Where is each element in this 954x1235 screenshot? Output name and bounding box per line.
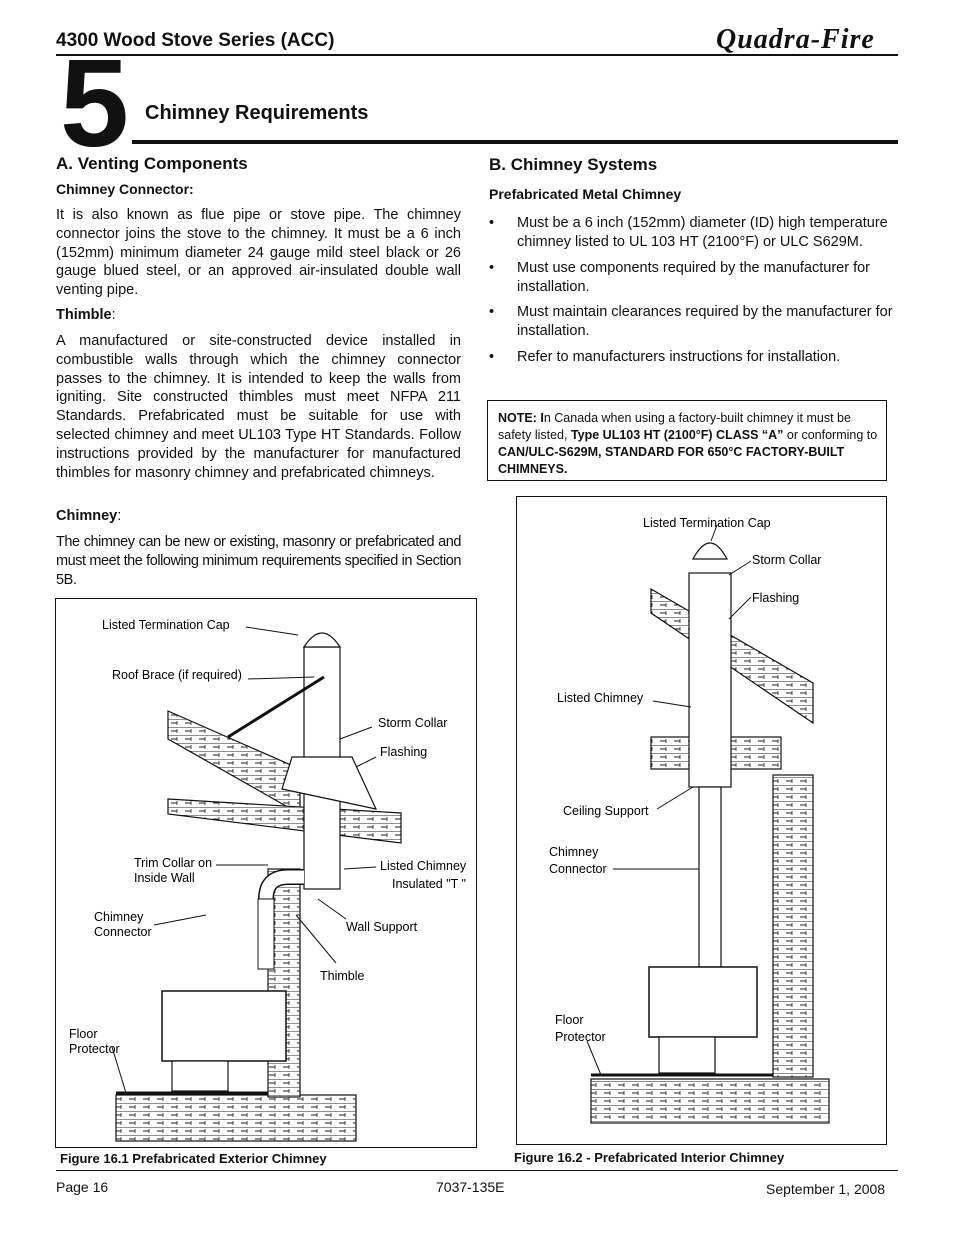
- label-trim-collar-1: Trim Collar on: [134, 856, 212, 870]
- figure-interior-chimney: Listed Termination Cap Storm Collar Flas…: [516, 496, 887, 1145]
- systems-subheading: Prefabricated Metal Chimney: [489, 186, 682, 202]
- termination-cap-shape-2: [692, 542, 728, 560]
- label-termination-cap-2: Listed Termination Cap: [643, 516, 771, 530]
- interior-chimney-diagram: Listed Termination Cap Storm Collar Flas…: [549, 516, 830, 1124]
- connector-vertical: [257, 898, 275, 970]
- connector-heading: Chimney Connector:: [56, 181, 194, 197]
- label-floor-2-2: Protector: [555, 1030, 606, 1044]
- label-thimble: Thimble: [320, 969, 365, 983]
- connector-pipe-2: [698, 786, 722, 968]
- canada-note-box: NOTE: In Canada when using a factory-bui…: [487, 400, 887, 481]
- stove-pedestal: [171, 1060, 229, 1092]
- figure-2-caption: Figure 16.2 - Prefabricated Interior Chi…: [514, 1150, 785, 1165]
- foundation-masonry: [115, 1094, 357, 1142]
- label-connector-2: Connector: [94, 925, 152, 939]
- section-title: Chimney Requirements: [145, 102, 369, 124]
- label-listed-chimney-2: Listed Chimney: [557, 691, 644, 705]
- thimble-heading: Thimble: [56, 307, 112, 323]
- figure-exterior-chimney: Listed Termination Cap Roof Brace (if re…: [55, 598, 477, 1148]
- roof-section-2: [650, 587, 814, 725]
- label-roof-brace: Roof Brace (if required): [112, 668, 242, 682]
- label-termination-cap: Listed Termination Cap: [102, 618, 230, 632]
- note-bold-1: Type UL103 HT (2100°F) CLASS “A”: [570, 428, 784, 442]
- section-rule: [132, 140, 898, 144]
- footer-date: September 1, 2008: [766, 1181, 886, 1197]
- thimble-paragraph: A manufactured or site-constructed devic…: [56, 333, 461, 481]
- label-floor-2: Protector: [69, 1042, 120, 1056]
- bullet-item-1: •Must be a 6 inch (152mm) diameter (ID) …: [489, 214, 899, 251]
- stove-pedestal-2: [658, 1036, 716, 1074]
- thimble-heading-line: Thimble:: [56, 307, 116, 323]
- label-insulated-t: Insulated "T ": [392, 877, 466, 891]
- systems-heading: B. Chimney Systems: [489, 155, 658, 174]
- chimney-heading: Chimney: [56, 508, 118, 524]
- label-floor-1: Floor: [69, 1027, 97, 1041]
- label-storm-collar: Storm Collar: [378, 716, 447, 730]
- chimney-paragraph: The chimney can be new or existing, maso…: [56, 534, 461, 588]
- roof-brace: [227, 675, 325, 739]
- header-rule: [56, 54, 898, 56]
- footer-page: Page 16: [56, 1179, 109, 1195]
- bullet-item-4: •Refer to manufacturers instructions for…: [489, 348, 899, 367]
- label-flashing: Flashing: [380, 745, 427, 759]
- label-connector-1-2: Chimney: [549, 845, 599, 859]
- venting-heading: A. Venting Components: [56, 154, 248, 173]
- bullet-text-3: Must maintain clearances required by the…: [517, 304, 893, 339]
- label-floor-1-2: Floor: [555, 1013, 583, 1027]
- exterior-chimney-diagram: Listed Termination Cap Roof Brace (if re…: [69, 618, 467, 1142]
- interior-wall: [772, 774, 814, 1078]
- label-flashing-2: Flashing: [752, 591, 799, 605]
- listed-chimney-pipe: [688, 572, 732, 788]
- leader-floor: [111, 1046, 127, 1094]
- stove-body-2: [648, 966, 758, 1038]
- flashing-shape: [281, 756, 378, 810]
- label-trim-collar-2: Inside Wall: [134, 871, 195, 885]
- note-text-2: or conforming to: [783, 428, 878, 442]
- figure-1-caption: Figure 16.1 Prefabricated Exterior Chimn…: [60, 1151, 327, 1166]
- connector-paragraph: It is also known as flue pipe or stove p…: [56, 207, 461, 299]
- note-bold-2: CAN/ULC-S629M, STANDARD FOR 650°C FACTOR…: [498, 445, 845, 476]
- stove-body: [161, 990, 287, 1062]
- label-storm-collar-2: Storm Collar: [752, 553, 821, 567]
- note-label: NOTE: I: [498, 411, 544, 425]
- brand-logo: Quadra-Fire: [716, 24, 875, 55]
- bullet-text-4: Refer to manufacturers instructions for …: [517, 349, 841, 365]
- label-connector-1: Chimney: [94, 910, 144, 924]
- bullet-text-1: Must be a 6 inch (152mm) diameter (ID) h…: [517, 215, 888, 250]
- foundation-masonry-2: [590, 1078, 830, 1124]
- label-ceiling-support: Ceiling Support: [563, 804, 649, 818]
- termination-cap-shape: [302, 632, 342, 648]
- label-connector-2-2: Connector: [549, 862, 607, 876]
- chimney-heading-line: Chimney:: [56, 508, 122, 524]
- document-header-title: 4300 Wood Stove Series (ACC): [56, 30, 335, 51]
- note-text-1: n Canada when using a factory-built chim…: [498, 411, 851, 442]
- section-number: 5: [60, 35, 129, 173]
- roof-section: [167, 710, 301, 816]
- label-wall-support: Wall Support: [346, 920, 418, 934]
- label-listed-chimney: Listed Chimney: [380, 859, 467, 873]
- bullet-text-2: Must use components required by the manu…: [517, 260, 871, 295]
- bullet-item-3: •Must maintain clearances required by th…: [489, 303, 899, 340]
- bullet-item-2: •Must use components required by the man…: [489, 259, 899, 296]
- footer-doc-number: 7037-135E: [436, 1179, 505, 1195]
- footer-rule: [56, 1170, 898, 1171]
